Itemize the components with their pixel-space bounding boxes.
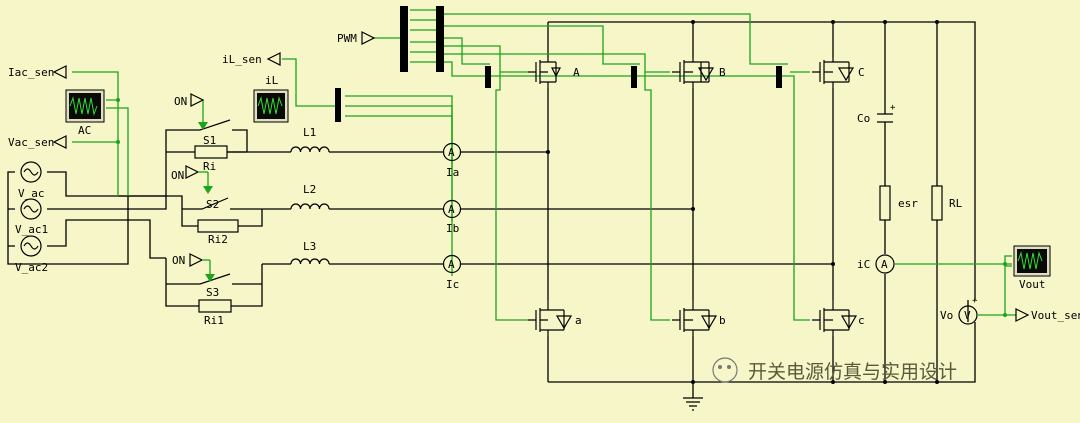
switch-label-c: c bbox=[858, 314, 865, 327]
inductor-label-l3: L3 bbox=[303, 240, 316, 253]
port-il-sen: iL_sen bbox=[222, 52, 281, 66]
svg-text:ON: ON bbox=[171, 169, 184, 182]
switch-label-B: B bbox=[719, 66, 726, 79]
voltmeter-Vo: V Vo + bbox=[940, 296, 978, 325]
resistor-label-ri1: Ri1 bbox=[204, 314, 224, 327]
on-signal-3: ON bbox=[172, 253, 215, 282]
ammeter-label-ia: Ia bbox=[446, 166, 459, 179]
ammeter-Ic: A Ic bbox=[442, 254, 462, 291]
svg-text:Iac_sen: Iac_sen bbox=[8, 66, 54, 79]
scope-label-ac: AC bbox=[78, 124, 91, 137]
scope-iL: iL bbox=[253, 74, 289, 123]
capacitor-Co: + Co bbox=[857, 103, 896, 125]
svg-text:A: A bbox=[448, 258, 455, 271]
ac-source-V_ac: V_ac bbox=[18, 161, 45, 200]
ac-source-V_ac2: V_ac2 bbox=[15, 235, 48, 274]
scope-label-vout: Vout bbox=[1019, 278, 1046, 291]
resistor-label-rl: RL bbox=[949, 197, 963, 210]
junction-dots bbox=[546, 20, 939, 384]
resistor-RL: RL bbox=[931, 185, 963, 221]
port-vout-sen: Vout_sen bbox=[1015, 308, 1080, 322]
svg-text:A: A bbox=[448, 203, 455, 216]
switch-label-s3: S3 bbox=[206, 286, 219, 299]
pwm-demux: PWM bbox=[337, 6, 444, 72]
on-signal-1: ON bbox=[174, 93, 208, 130]
svg-text:V: V bbox=[964, 309, 971, 322]
pwm-label: PWM bbox=[337, 32, 357, 45]
ground-symbol bbox=[683, 397, 703, 411]
watermark-text: 开关电源仿真与实用设计 bbox=[748, 361, 957, 383]
watermark: 开关电源仿真与实用设计 bbox=[712, 357, 957, 383]
source-label-v-ac1: V_ac1 bbox=[15, 223, 48, 236]
ammeter-Ib: A Ib bbox=[442, 199, 462, 235]
signal-junctions bbox=[116, 98, 1007, 317]
source-label-v-ac: V_ac bbox=[18, 187, 45, 200]
inductor-L3: L3 bbox=[290, 240, 330, 265]
gate-mux-b bbox=[631, 66, 637, 88]
mosfet-A: A bbox=[528, 58, 580, 88]
svg-text:ON: ON bbox=[174, 95, 187, 108]
ammeter-iC: A iC bbox=[857, 254, 895, 274]
svg-text:+: + bbox=[972, 296, 978, 306]
switch-label-A: A bbox=[573, 66, 580, 79]
resistor-label-ri2: Ri2 bbox=[208, 233, 228, 246]
ammeter-label-ib: Ib bbox=[446, 222, 459, 235]
ammeter-Ia: A Ia bbox=[442, 142, 462, 179]
ammeter-label-ic: Ic bbox=[446, 278, 459, 291]
capacitor-label-co: Co bbox=[857, 112, 870, 125]
voltmeter-label-vo: Vo bbox=[940, 309, 953, 322]
ac-source-V_ac1: V_ac1 bbox=[15, 198, 48, 236]
mosfet-C: C bbox=[812, 58, 865, 88]
svg-text:A: A bbox=[448, 146, 455, 159]
resistor-label-ri: Ri bbox=[203, 160, 216, 173]
scope-Vout: Vout bbox=[1013, 245, 1051, 291]
inductor-label-l1: L1 bbox=[303, 126, 316, 139]
gate-mux-c bbox=[776, 66, 782, 88]
mosfet-B: B bbox=[672, 58, 726, 88]
ammeter-label-ic-cap: iC bbox=[857, 258, 870, 271]
scope-AC: AC bbox=[65, 89, 105, 137]
svg-text:Vout_sen: Vout_sen bbox=[1031, 309, 1080, 322]
switch-label-s2: S2 bbox=[206, 198, 219, 211]
inductor-label-l2: L2 bbox=[303, 183, 316, 196]
on-signal-2: ON bbox=[171, 165, 213, 194]
gate-mux-a bbox=[485, 66, 491, 88]
port-iac-sen: Iac_sen bbox=[8, 65, 67, 79]
svg-text:Vac_sen: Vac_sen bbox=[8, 136, 54, 149]
pwm-input-port bbox=[361, 31, 376, 45]
resistor-Ri: Ri bbox=[194, 145, 228, 173]
resistor-esr: esr bbox=[879, 185, 918, 221]
svg-text:ON: ON bbox=[172, 254, 185, 267]
svg-text:+: + bbox=[890, 103, 896, 113]
resistor-label-esr: esr bbox=[898, 197, 918, 210]
svg-text:iL_sen: iL_sen bbox=[222, 53, 262, 66]
scope-label-il: iL bbox=[265, 74, 279, 87]
port-vac-sen: Vac_sen bbox=[8, 135, 67, 149]
switch-label-s1: S1 bbox=[203, 134, 216, 147]
switch-S2: S2 bbox=[196, 197, 229, 211]
il-mux bbox=[335, 88, 341, 122]
mosfet-a: a bbox=[528, 300, 582, 336]
switch-label-a: a bbox=[575, 314, 582, 327]
switch-label-C: C bbox=[858, 66, 865, 79]
mosfet-c: c bbox=[812, 300, 865, 336]
inductor-L1: L1 bbox=[290, 126, 330, 153]
switch-label-b: b bbox=[719, 314, 726, 327]
switch-S3: S3 bbox=[193, 273, 237, 299]
source-label-v-ac2: V_ac2 bbox=[15, 261, 48, 274]
mosfet-b: b bbox=[672, 300, 726, 336]
inductor-L2: L2 bbox=[290, 183, 330, 210]
svg-text:A: A bbox=[881, 258, 888, 271]
resistor-Ri2: Ri2 bbox=[197, 219, 239, 246]
switch-S1: S1 bbox=[193, 119, 237, 147]
resistor-Ri1: Ri1 bbox=[198, 299, 232, 327]
power-wires bbox=[7, 21, 976, 398]
